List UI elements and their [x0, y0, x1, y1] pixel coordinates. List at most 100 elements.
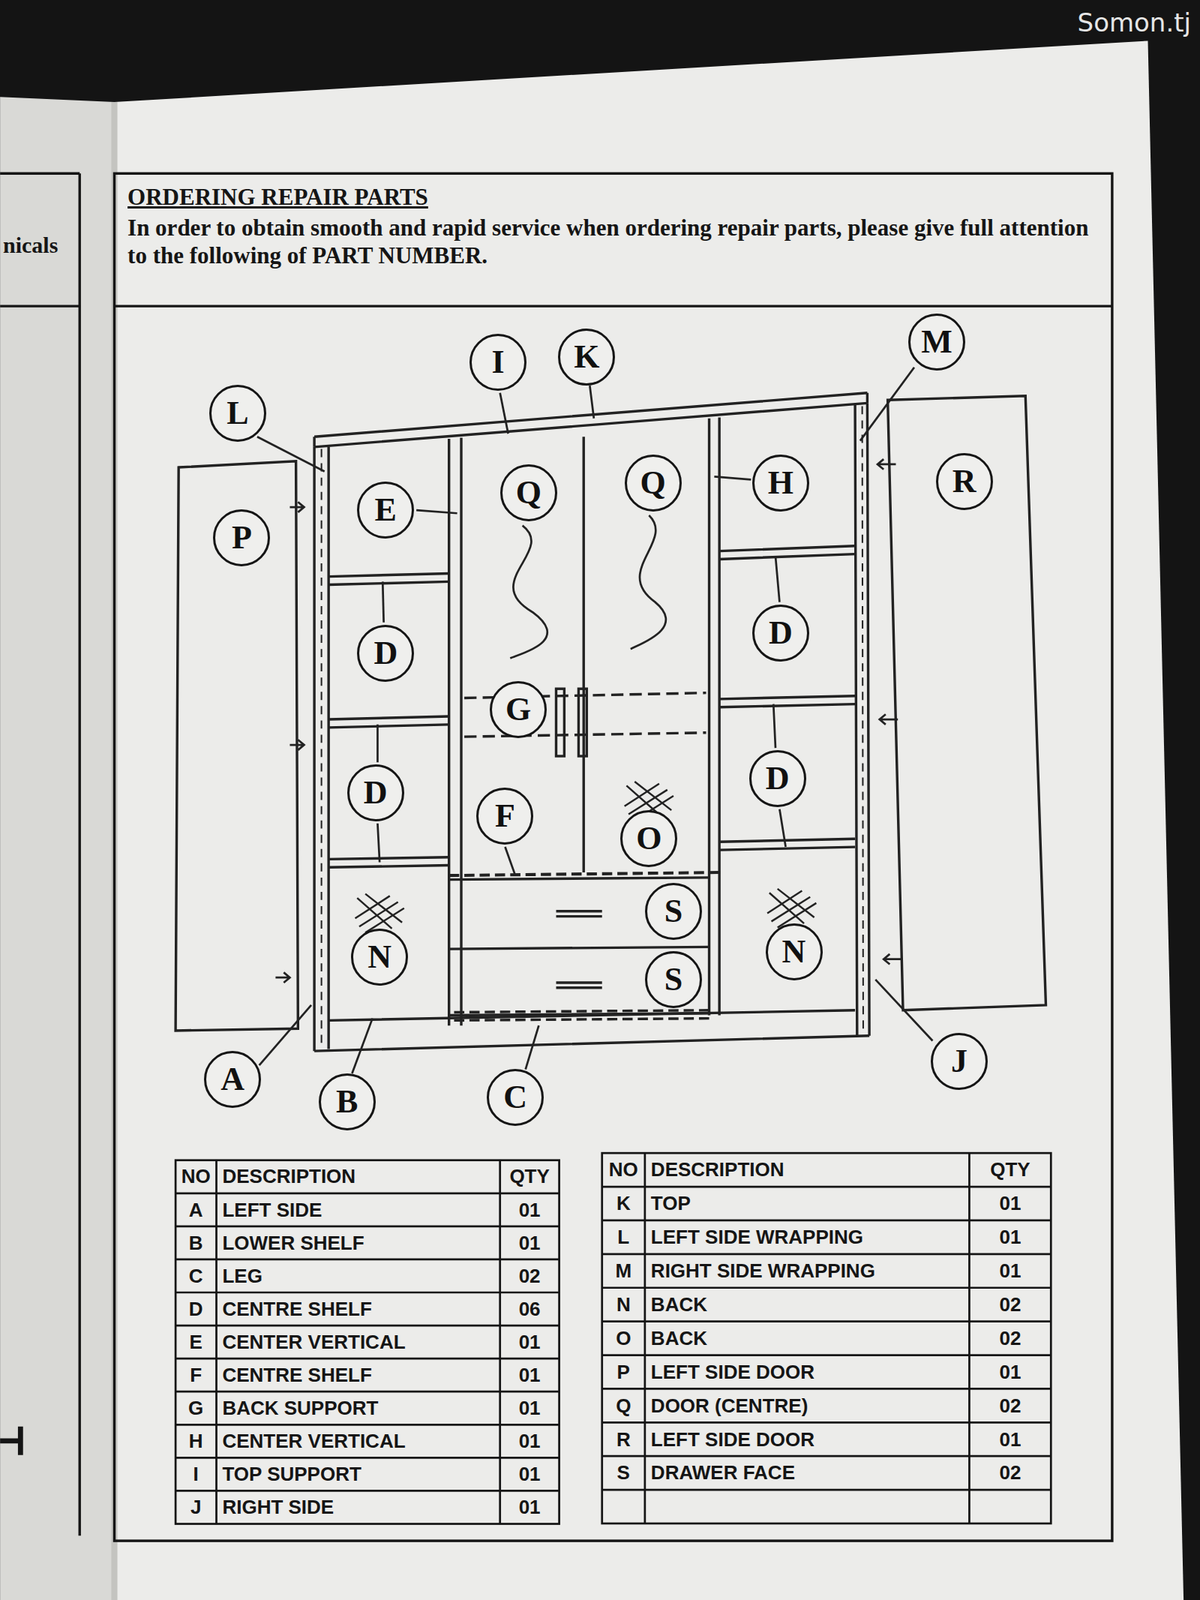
callout-circle: A: [204, 1050, 261, 1108]
callout-circle: I: [469, 333, 527, 391]
table-cell: 01: [501, 1326, 558, 1357]
table-cell: O: [603, 1323, 644, 1354]
callout-circle: D: [357, 624, 414, 682]
table-cell: F: [177, 1359, 215, 1390]
table-cell: 01: [971, 1188, 1050, 1219]
instruction-text: In order to obtain smooth and rapid serv…: [127, 213, 1095, 270]
callout-letter: D: [373, 636, 398, 670]
table-cell: 02: [971, 1390, 1050, 1422]
leader-line: [257, 367, 933, 1074]
callout-circle: D: [347, 764, 405, 822]
callout-letter: F: [495, 799, 516, 833]
callout-circle: J: [930, 1032, 988, 1090]
table-cell: DESCRIPTION: [646, 1154, 969, 1185]
table-cell: LEFT SIDE DOOR: [646, 1424, 969, 1455]
callout-circle: S: [645, 951, 702, 1008]
table-cell: NO: [603, 1154, 644, 1185]
parts-table: [175, 1152, 1051, 1524]
table-cell: LEFT SIDE WRAPPING: [646, 1221, 969, 1253]
table-cell: TOP SUPPORT: [217, 1459, 498, 1490]
callout-letter: D: [363, 776, 388, 810]
callout-letter: S: [664, 894, 683, 928]
callout-letter: L: [226, 396, 249, 430]
callout-letter: M: [921, 325, 953, 359]
table-cell: CENTER VERTICAL: [217, 1326, 498, 1357]
paper-sheet: [0, 40, 1184, 1600]
callout-circle: N: [765, 923, 823, 981]
callout-letter: H: [768, 466, 794, 500]
table-cell: 01: [501, 1194, 558, 1225]
table-cell: RIGHT SIDE: [217, 1492, 498, 1523]
callout-letter: J: [951, 1044, 968, 1078]
table-cell: 01: [971, 1424, 1050, 1455]
table-cell: 02: [501, 1260, 558, 1291]
callout-circle: C: [486, 1068, 544, 1126]
table-cell: M: [603, 1255, 644, 1287]
callout-circle: Q: [624, 454, 682, 512]
table-cell: LEFT SIDE DOOR: [646, 1356, 969, 1388]
table-cell: C: [177, 1260, 215, 1291]
table-cell: LEFT SIDE: [217, 1194, 498, 1225]
table-cell: I: [177, 1459, 215, 1490]
callout-circle: M: [908, 313, 966, 371]
table-cell: J: [177, 1492, 215, 1523]
table-cell: 02: [971, 1457, 1050, 1488]
table-cell: N: [603, 1289, 644, 1320]
callout-circle: B: [318, 1073, 376, 1131]
callout-circle: F: [476, 787, 534, 845]
table-cell: G: [177, 1393, 215, 1424]
table-cell: BACK: [646, 1289, 969, 1320]
table-cell: S: [603, 1457, 644, 1488]
callout-circle: E: [357, 481, 414, 539]
table-cell: 01: [971, 1221, 1050, 1253]
table-cell: CENTRE SHELF: [217, 1359, 498, 1390]
callout-circle: O: [620, 810, 678, 867]
hatch-mark: [355, 781, 817, 933]
callout-letter: G: [505, 693, 531, 726]
callout-circle: H: [752, 454, 810, 512]
table-cell: CENTER VERTICAL: [217, 1426, 498, 1457]
table-cell: Q: [603, 1390, 644, 1422]
table-cell: K: [603, 1188, 644, 1219]
table-cell: RIGHT SIDE WRAPPING: [646, 1255, 969, 1287]
table-cell: TOP: [646, 1188, 969, 1219]
callout-circle: K: [558, 328, 615, 386]
callout-circle: D: [752, 604, 810, 662]
table-cell: 01: [971, 1356, 1050, 1388]
table-cell: R: [603, 1424, 644, 1455]
callout-letter: R: [952, 465, 977, 498]
table-cell: L: [603, 1221, 644, 1253]
table-cell: P: [603, 1356, 644, 1388]
table-cell: CENTRE SHELF: [217, 1293, 498, 1324]
table-cell: 01: [501, 1393, 558, 1424]
callout-circle: L: [209, 384, 267, 442]
callout-circle: R: [936, 453, 993, 510]
callout-letter: Q: [640, 466, 666, 500]
callout-letter: N: [367, 940, 392, 974]
table-cell: 01: [501, 1492, 558, 1523]
callout-circle: Q: [500, 464, 558, 522]
wardrobe-outline: [314, 393, 870, 1051]
callout-letter: A: [220, 1062, 245, 1096]
table-cell: LEG: [217, 1260, 498, 1291]
table-cell: QTY: [971, 1154, 1050, 1185]
table-cell: E: [177, 1326, 215, 1357]
callout-circle: P: [213, 509, 270, 567]
table-cell: BACK SUPPORT: [217, 1393, 498, 1424]
table-cell: DESCRIPTION: [217, 1161, 498, 1192]
table-cell: A: [177, 1194, 215, 1225]
page-fragment: nicals: [3, 232, 58, 258]
callout-letter: K: [573, 340, 600, 374]
table-cell: 02: [971, 1323, 1050, 1354]
callout-circle: S: [645, 882, 702, 940]
table-cell: H: [177, 1426, 215, 1457]
callout-letter: C: [503, 1080, 528, 1114]
table-cell: 01: [501, 1426, 558, 1457]
table-cell: BACK: [646, 1323, 969, 1354]
table-cell: D: [177, 1293, 215, 1324]
table-cell: 01: [501, 1359, 558, 1390]
table-cell: 06: [501, 1293, 558, 1324]
table-cell: 01: [971, 1255, 1050, 1287]
hinge-mark: [275, 459, 902, 983]
